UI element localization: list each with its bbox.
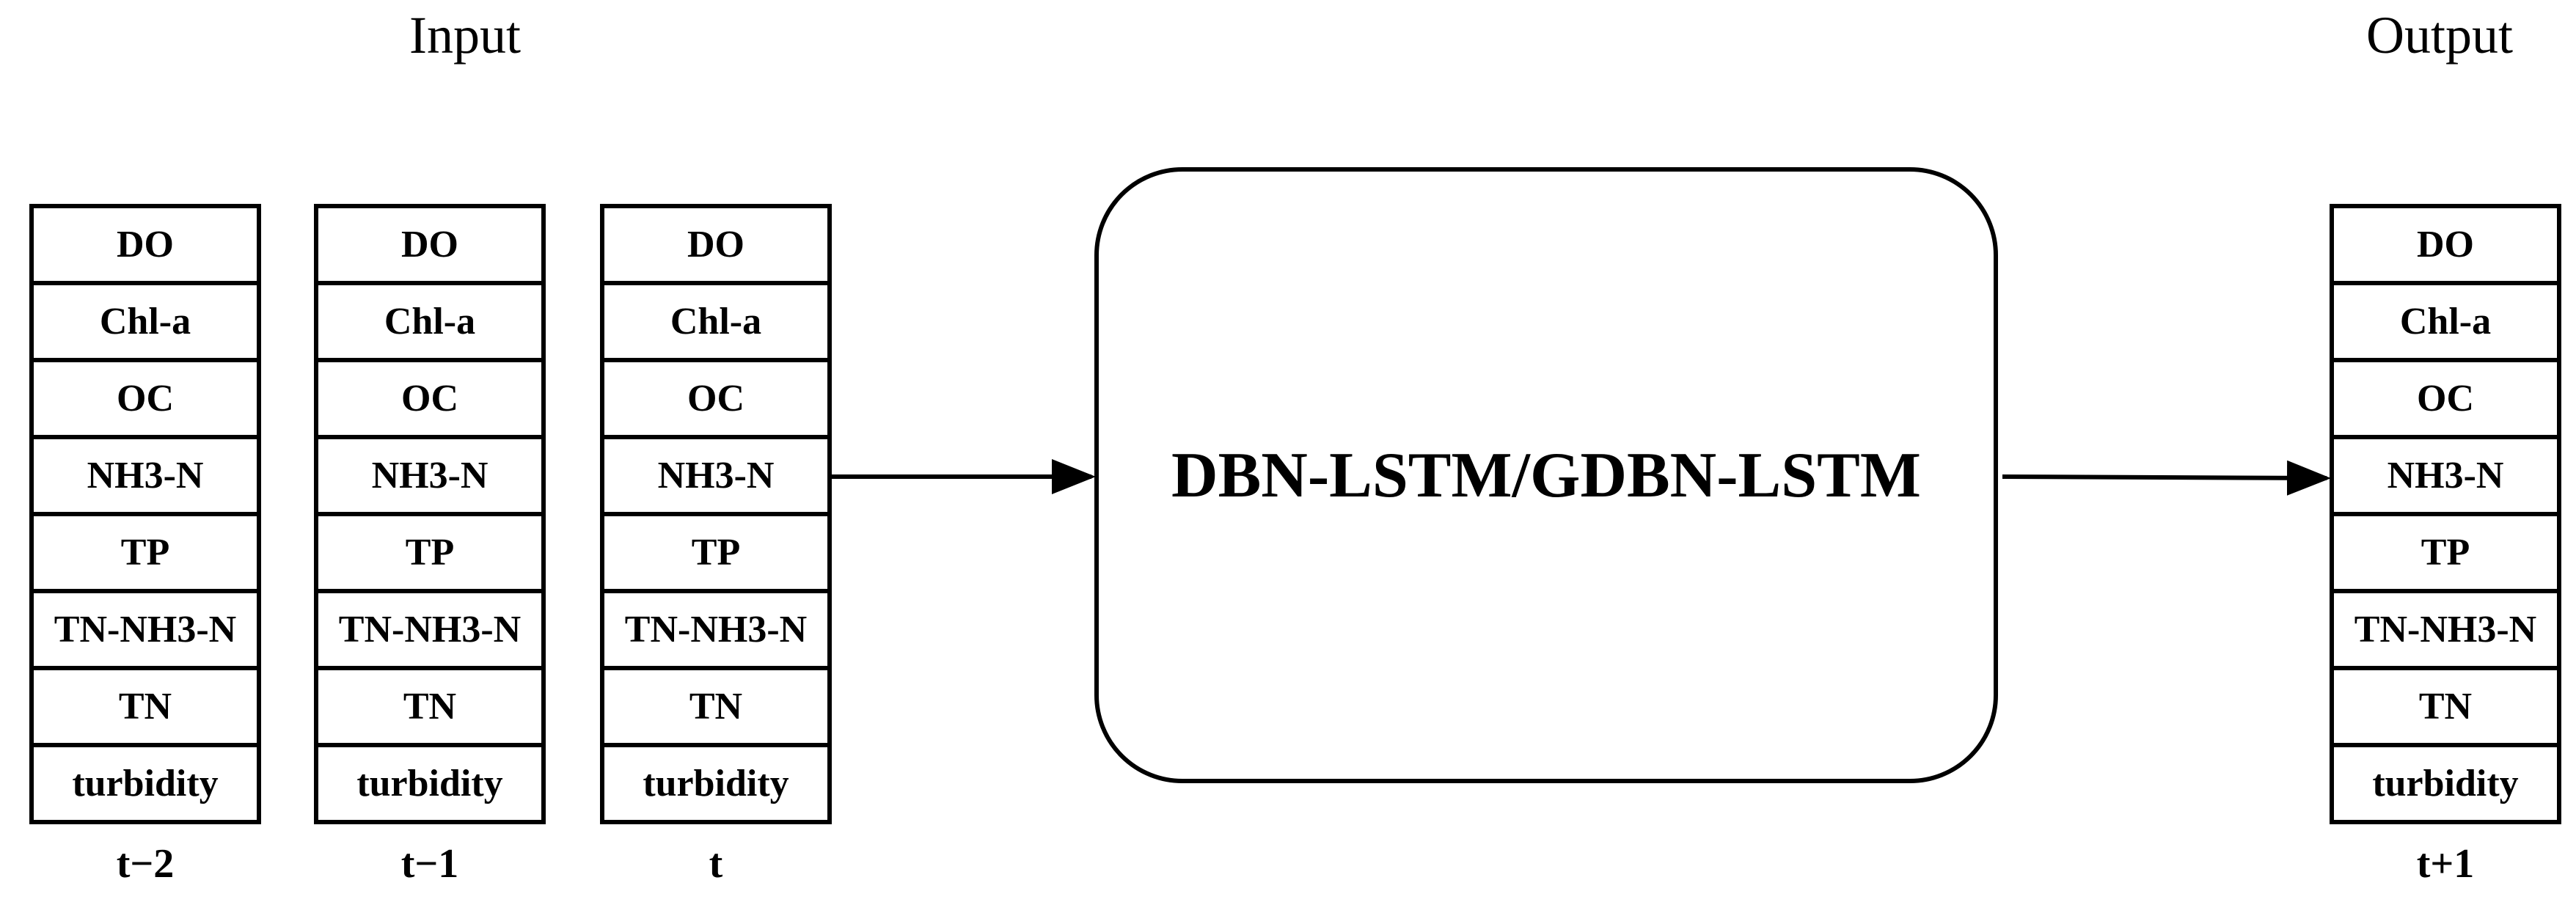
variable-cell: Chl-a (318, 281, 541, 358)
variable-cell: TN-NH3-N (318, 589, 541, 666)
variable-cell: turbidity (604, 743, 827, 820)
variable-cell: turbidity (2334, 743, 2557, 820)
variable-cell: Chl-a (604, 281, 827, 358)
time-step-label: t−2 (116, 841, 175, 887)
variable-cell: OC (318, 358, 541, 435)
variable-cell: TN (2334, 666, 2557, 743)
variable-cell: TP (604, 512, 827, 589)
variable-cell: NH3-N (2334, 435, 2557, 512)
variable-cell: TN (34, 666, 257, 743)
model-box: DBN-LSTM/GDBN-LSTM (1094, 167, 1998, 783)
variable-cell: NH3-N (318, 435, 541, 512)
variable-cell: turbidity (34, 743, 257, 820)
input-stack-t-minus-1: DO Chl-a OC NH3-N TP TN-NH3-N TN turbidi… (314, 204, 546, 824)
variable-cell: DO (401, 224, 458, 265)
model-name: DBN-LSTM/GDBN-LSTM (1171, 439, 1921, 511)
input-label: Input (409, 6, 521, 65)
variable-cell: DO (687, 224, 744, 265)
output-label: Output (2366, 6, 2514, 65)
variable-cell: TN-NH3-N (34, 589, 257, 666)
variable-cell: OC (34, 358, 257, 435)
variable-cell: NH3-N (34, 435, 257, 512)
time-step-label: t+1 (2416, 841, 2475, 887)
time-step-label: t (709, 841, 723, 887)
variable-cell: TP (318, 512, 541, 589)
variable-cell: TN-NH3-N (2334, 589, 2557, 666)
variable-cell: TP (34, 512, 257, 589)
output-stack-t-plus-1: DO Chl-a OC NH3-N TP TN-NH3-N TN turbidi… (2330, 204, 2561, 824)
variable-cell: TP (2334, 512, 2557, 589)
variable-cell: turbidity (318, 743, 541, 820)
model-to-output-arrow (2002, 460, 2331, 496)
input-stack-t: DO Chl-a OC NH3-N TP TN-NH3-N TN turbidi… (600, 204, 832, 824)
variable-cell: DO (2417, 224, 2474, 265)
variable-cell: TN (604, 666, 827, 743)
variable-cell: DO (117, 224, 174, 265)
variable-cell: Chl-a (2334, 281, 2557, 358)
variable-cell: OC (2334, 358, 2557, 435)
variable-cell: TN-NH3-N (604, 589, 827, 666)
time-step-label: t−1 (400, 841, 459, 887)
variable-cell: Chl-a (34, 281, 257, 358)
input-stack-t-minus-2: DO Chl-a OC NH3-N TP TN-NH3-N TN turbidi… (29, 204, 261, 824)
variable-cell: NH3-N (604, 435, 827, 512)
variable-cell: OC (604, 358, 827, 435)
variable-cell: TN (318, 666, 541, 743)
